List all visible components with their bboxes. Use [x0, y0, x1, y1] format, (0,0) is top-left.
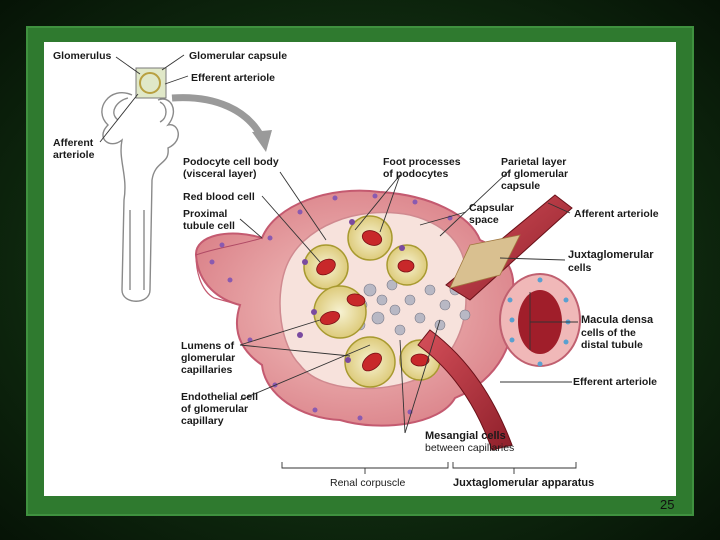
juxtaglomerular-cells-band: [449, 234, 521, 289]
parietal-nuclei: [209, 193, 453, 421]
label-endothelial-3: capillary: [181, 415, 224, 427]
label-parietal-1: Parietal layer: [501, 156, 567, 168]
label-red-blood-cell: Red blood cell: [183, 191, 255, 203]
label-juxtaglomerular-1: Juxtaglomerular: [568, 249, 654, 261]
label-macula-1: Macula densa: [581, 314, 654, 326]
glomerulus-icon: [139, 72, 161, 94]
label-macula-2: cells of the: [581, 327, 636, 339]
label-proximal-1: Proximal: [183, 208, 228, 220]
label-proximal-2: tubule cell: [183, 220, 235, 232]
label-glomerulus: Glomerulus: [53, 50, 112, 62]
label-renal-corpuscle: Renal corpuscle: [330, 477, 406, 489]
label-capsular-2: space: [469, 214, 499, 226]
zoom-arrow: [171, 94, 266, 140]
efferent-arteriole-vessel: [417, 329, 513, 451]
proximal-tubule: [195, 254, 241, 306]
label-podocyte-1: Podocyte cell body: [183, 156, 279, 168]
label-lumens-2: glomerular: [181, 352, 236, 364]
label-parietal-3: capsule: [501, 180, 541, 192]
bottom-brackets: [281, 462, 577, 474]
label-afferent-arteriole-left-1: Afferent: [53, 137, 94, 149]
label-parietal-2: of glomerular: [501, 168, 569, 180]
label-efferent-arteriole-right: Efferent arteriole: [573, 376, 658, 388]
label-mesangial-1: Mesangial cells: [425, 430, 506, 442]
label-glomerular-capsule: Glomerular capsule: [189, 50, 288, 62]
label-mesangial-2: between capillaries: [425, 442, 515, 454]
label-lumens-3: capillaries: [181, 364, 233, 376]
label-afferent-arteriole-left-2: arteriole: [53, 149, 95, 161]
label-foot-2: of podocytes: [383, 168, 449, 180]
label-foot-1: Foot processes: [383, 156, 461, 168]
label-lumens-1: Lumens of: [181, 340, 235, 352]
label-juxtaglomerular-2: cells: [568, 262, 592, 274]
distal-tubule: [499, 273, 581, 367]
leader-lines: [99, 54, 578, 434]
label-efferent-arteriole-top: Efferent arteriole: [191, 72, 276, 84]
red-blood-cells: [316, 230, 430, 372]
nephron-outline: [101, 92, 179, 302]
label-afferent-arteriole-right: Afferent arteriole: [574, 208, 659, 220]
label-endothelial-1: Endothelial cell: [181, 391, 259, 403]
label-endothelial-2: of glomerular: [181, 403, 249, 415]
label-capsular-1: Capsular: [469, 202, 514, 214]
label-podocyte-2: (visceral layer): [183, 168, 257, 180]
label-juxtaglomerular-apparatus: Juxtaglomerular apparatus: [453, 477, 595, 489]
page-number: 25: [660, 497, 675, 512]
label-macula-3: distal tubule: [581, 339, 643, 351]
mesangial-cells: [354, 279, 471, 336]
podocyte-nuclei: [297, 219, 465, 363]
